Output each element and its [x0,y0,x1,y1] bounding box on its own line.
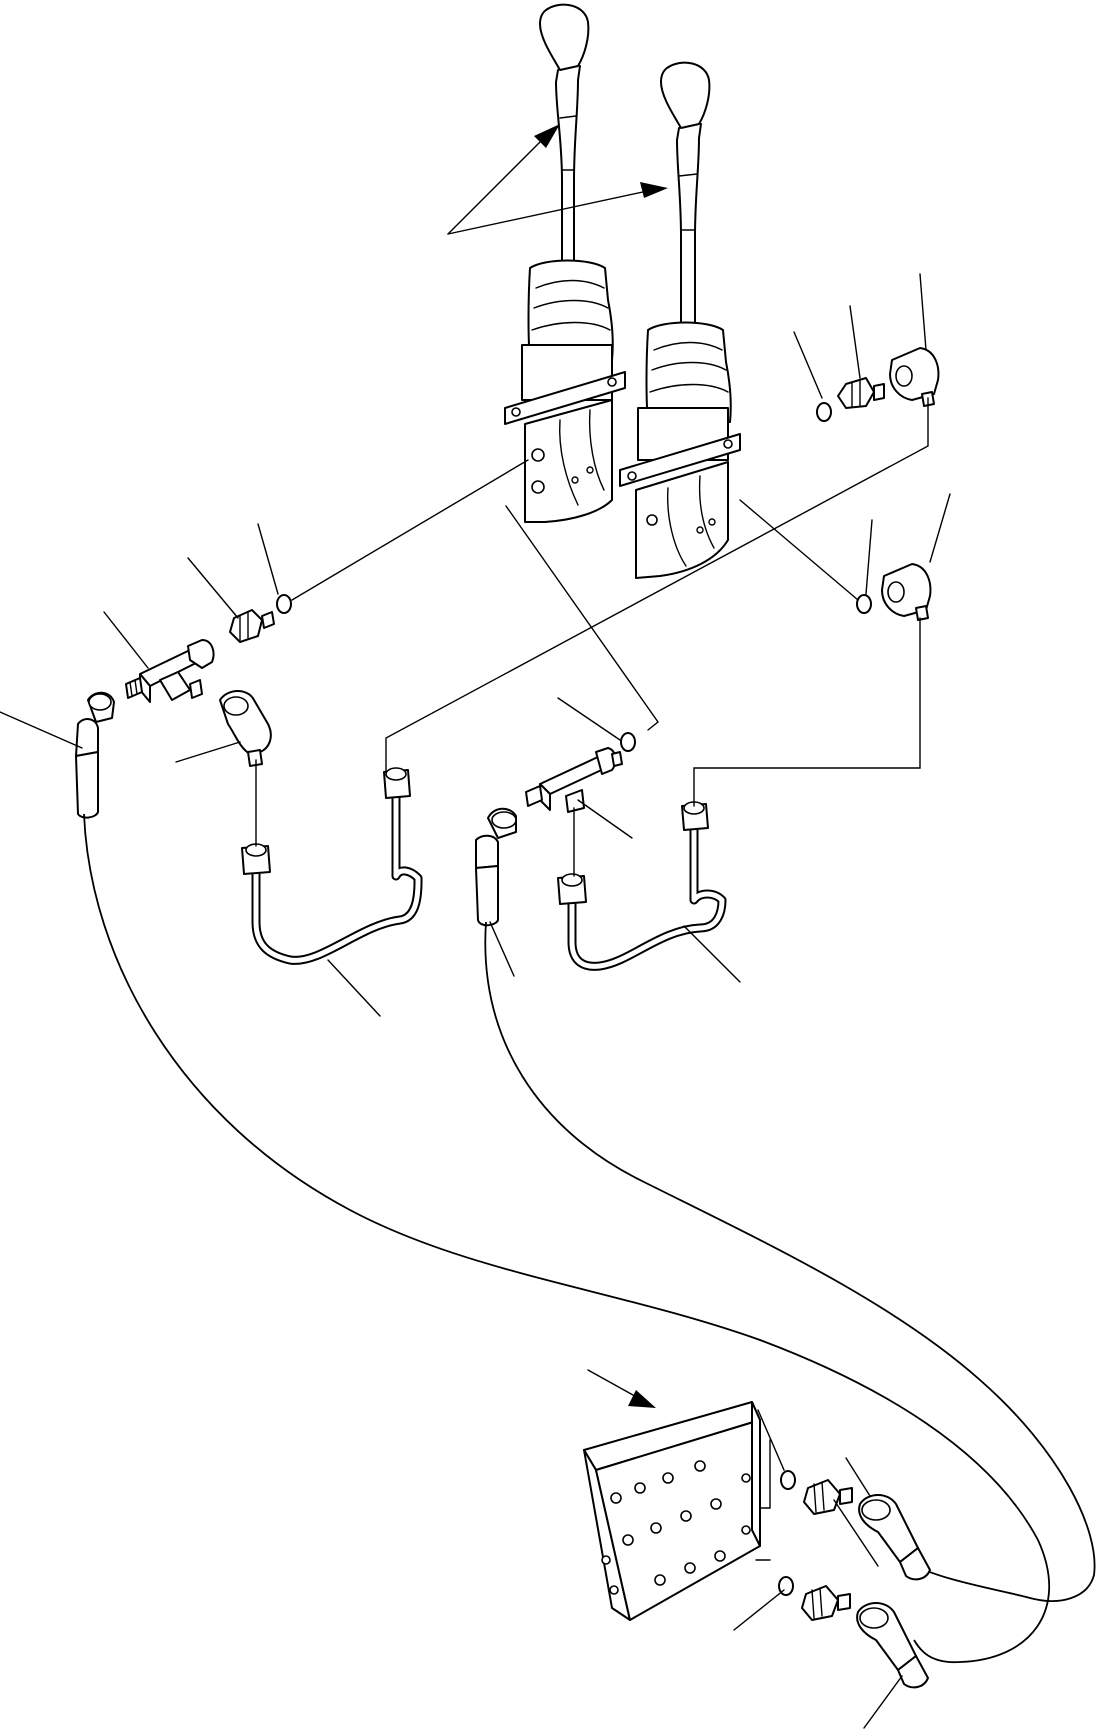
lever-callout-arrows [447,124,668,235]
o-ring-middle-right [856,594,872,614]
elbow-fitting-left [219,690,272,767]
leader-lines [0,273,951,1729]
o-ring-center [620,732,636,752]
hose-end-manifold-lower [856,1602,929,1689]
hose-end-manifold-upper [858,1494,931,1581]
hose-end-left [75,691,115,819]
manifold-block [583,1401,761,1621]
tee-fitting-center [525,747,623,813]
elbow-fitting-upper-right [889,347,940,407]
connection-lines [255,397,929,1561]
control-lever-left [539,3,590,266]
control-lever-right [660,61,711,331]
adapter-fitting-manifold-upper [803,1479,853,1515]
manifold-callout-arrow [587,1369,656,1408]
tube-assembly-right [557,801,727,971]
control-valve-right [619,321,741,579]
hose-left [83,813,1050,1663]
o-ring-manifold-lower [778,1576,794,1596]
hose-right [484,921,1096,1602]
control-valve-left [504,259,626,523]
elbow-fitting-middle-right [881,563,932,621]
tee-fitting-left [125,639,215,703]
hose-end-center [475,807,517,927]
o-ring-upper-right [816,402,832,422]
o-ring-left [276,594,292,614]
o-ring-manifold-upper [780,1470,796,1490]
adapter-fitting-upper-right [837,377,885,409]
adapter-fitting-manifold-lower [801,1585,851,1621]
tube-assembly-left [241,767,423,965]
adapter-fitting-left [229,609,275,643]
